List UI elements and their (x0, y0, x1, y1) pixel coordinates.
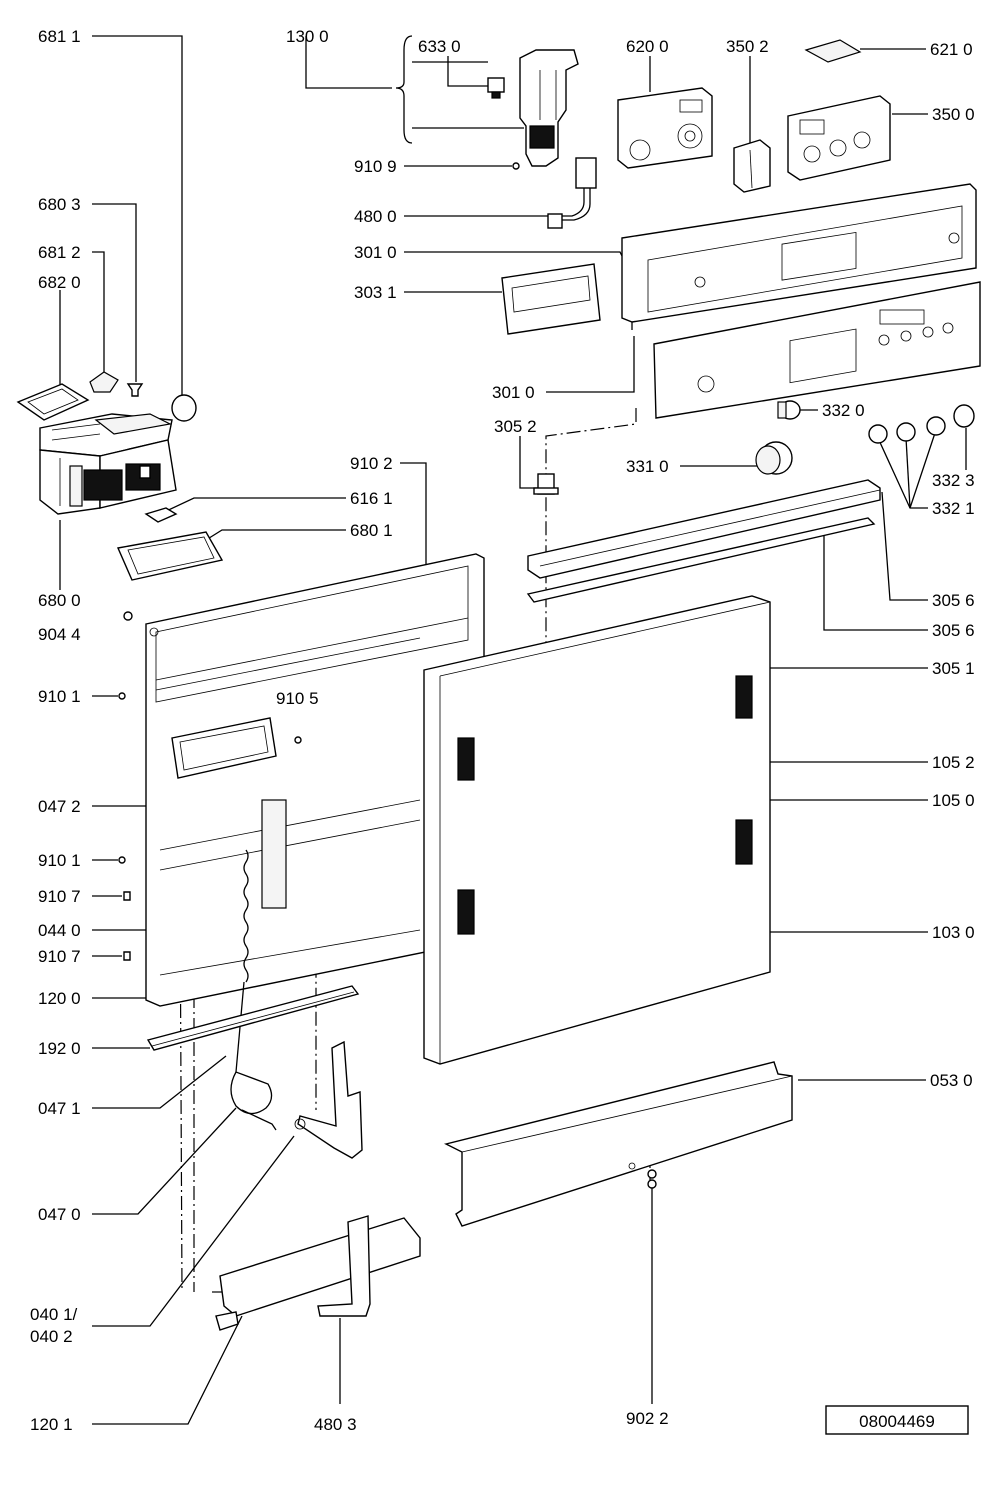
label-040-1: 040 1/ (30, 1305, 78, 1324)
part-inner-door (145, 553, 485, 1007)
part-spring-hook (230, 1071, 277, 1131)
part-small-board (804, 39, 862, 63)
part-door-seal-strip (146, 985, 360, 1051)
label-332-1: 332 1 (932, 499, 975, 518)
label-910-1-upper: 910 1 (38, 687, 81, 706)
part-bracket-3502 (733, 139, 771, 193)
label-910-7-upper: 910 7 (38, 887, 81, 906)
label-350-2: 350 2 (726, 37, 769, 56)
part-wiring-harness (547, 157, 597, 229)
label-910-5: 910 5 (276, 689, 319, 708)
part-screw-9107-upper (123, 891, 131, 901)
part-cable-bracket (317, 1215, 371, 1317)
label-130-0: 130 0 (286, 27, 329, 46)
label-301-0-front: 301 0 (492, 383, 535, 402)
label-680-0: 680 0 (38, 591, 81, 610)
part-control-board (617, 87, 713, 169)
label-301-0-top: 301 0 (354, 243, 397, 262)
part-knob-3320 (777, 400, 801, 420)
label-680-1: 680 1 (350, 521, 393, 540)
part-outer-door (423, 595, 771, 1065)
label-053-0: 053 0 (930, 1071, 973, 1090)
label-350-0: 350 0 (932, 105, 975, 124)
label-680-3: 680 3 (38, 195, 81, 214)
label-620-0: 620 0 (626, 37, 669, 56)
part-hinge-pin (533, 473, 559, 495)
label-682-0: 682 0 (38, 273, 81, 292)
label-120-0: 120 0 (38, 989, 81, 1008)
part-dispenser-clip (144, 507, 178, 523)
label-633-0: 633 0 (418, 37, 461, 56)
label-047-0: 047 0 (38, 1205, 81, 1224)
part-control-panel-rear (621, 183, 977, 330)
label-103-0: 103 0 (932, 923, 975, 942)
label-480-3: 480 3 (314, 1415, 357, 1434)
label-040-2: 040 2 (30, 1327, 73, 1346)
label-910-1-lower: 910 1 (38, 851, 81, 870)
part-screw-9109 (512, 162, 520, 170)
part-screw-9044 (123, 611, 133, 621)
label-910-2: 910 2 (350, 454, 393, 473)
reference-number-box: 08004469 (825, 1405, 969, 1435)
label-902-2: 902 2 (626, 1409, 669, 1428)
label-105-0: 105 0 (932, 791, 975, 810)
part-screw-9101-lower (118, 856, 126, 864)
label-105-2: 105 2 (932, 753, 975, 772)
part-lower-panel (215, 1217, 421, 1331)
part-rail-lower (526, 517, 876, 603)
part-knobs-3321 (868, 416, 946, 444)
part-screw-9107-lower (123, 951, 131, 961)
label-305-1: 305 1 (932, 659, 975, 678)
part-door-switch (487, 49, 579, 167)
part-large-knob (755, 441, 793, 475)
reference-number: 08004469 (859, 1412, 935, 1431)
label-332-3: 332 3 (932, 471, 975, 490)
part-kick-plate (443, 1061, 793, 1227)
label-910-9: 910 9 (354, 157, 397, 176)
part-cap-disc (171, 394, 197, 422)
part-small-hook (126, 383, 144, 397)
label-303-1: 303 1 (354, 283, 397, 302)
label-044-0: 044 0 (38, 921, 81, 940)
label-904-4: 904 4 (38, 625, 81, 644)
label-681-1: 681 1 (38, 27, 81, 46)
part-knob-3323 (953, 404, 975, 428)
part-control-panel-front (653, 281, 981, 419)
part-detergent-dispenser (39, 413, 177, 515)
part-hinge-arm (294, 1040, 363, 1159)
part-screw-9022 (647, 1169, 657, 1189)
label-047-2: 047 2 (38, 797, 81, 816)
label-305-6-upper: 305 6 (932, 591, 975, 610)
label-331-0: 331 0 (626, 457, 669, 476)
label-332-0: 332 0 (822, 401, 865, 420)
label-120-1: 120 1 (30, 1415, 73, 1434)
label-192-0: 192 0 (38, 1039, 81, 1058)
part-screw-9105 (294, 736, 302, 744)
parts (16, 39, 981, 1331)
part-small-clip (89, 371, 119, 393)
part-rail-upper (527, 479, 881, 579)
part-display-bezel (501, 263, 601, 335)
label-616-1: 616 1 (350, 489, 393, 508)
label-681-2: 681 2 (38, 243, 81, 262)
label-910-7-lower: 910 7 (38, 947, 81, 966)
label-305-2: 305 2 (494, 417, 537, 436)
part-screw-9101-upper (118, 692, 126, 700)
part-power-board (787, 95, 891, 181)
label-047-1: 047 1 (38, 1099, 81, 1118)
label-621-0: 621 0 (930, 40, 973, 59)
label-480-0: 480 0 (354, 207, 397, 226)
label-305-6-lower: 305 6 (932, 621, 975, 640)
part-dispenser-seal (117, 531, 224, 581)
part-labels: 681 1 130 0 633 0 620 0 350 2 621 0 350 … (30, 27, 975, 1434)
part-gasket-frame (16, 383, 90, 421)
leader-lines (59, 35, 967, 1425)
